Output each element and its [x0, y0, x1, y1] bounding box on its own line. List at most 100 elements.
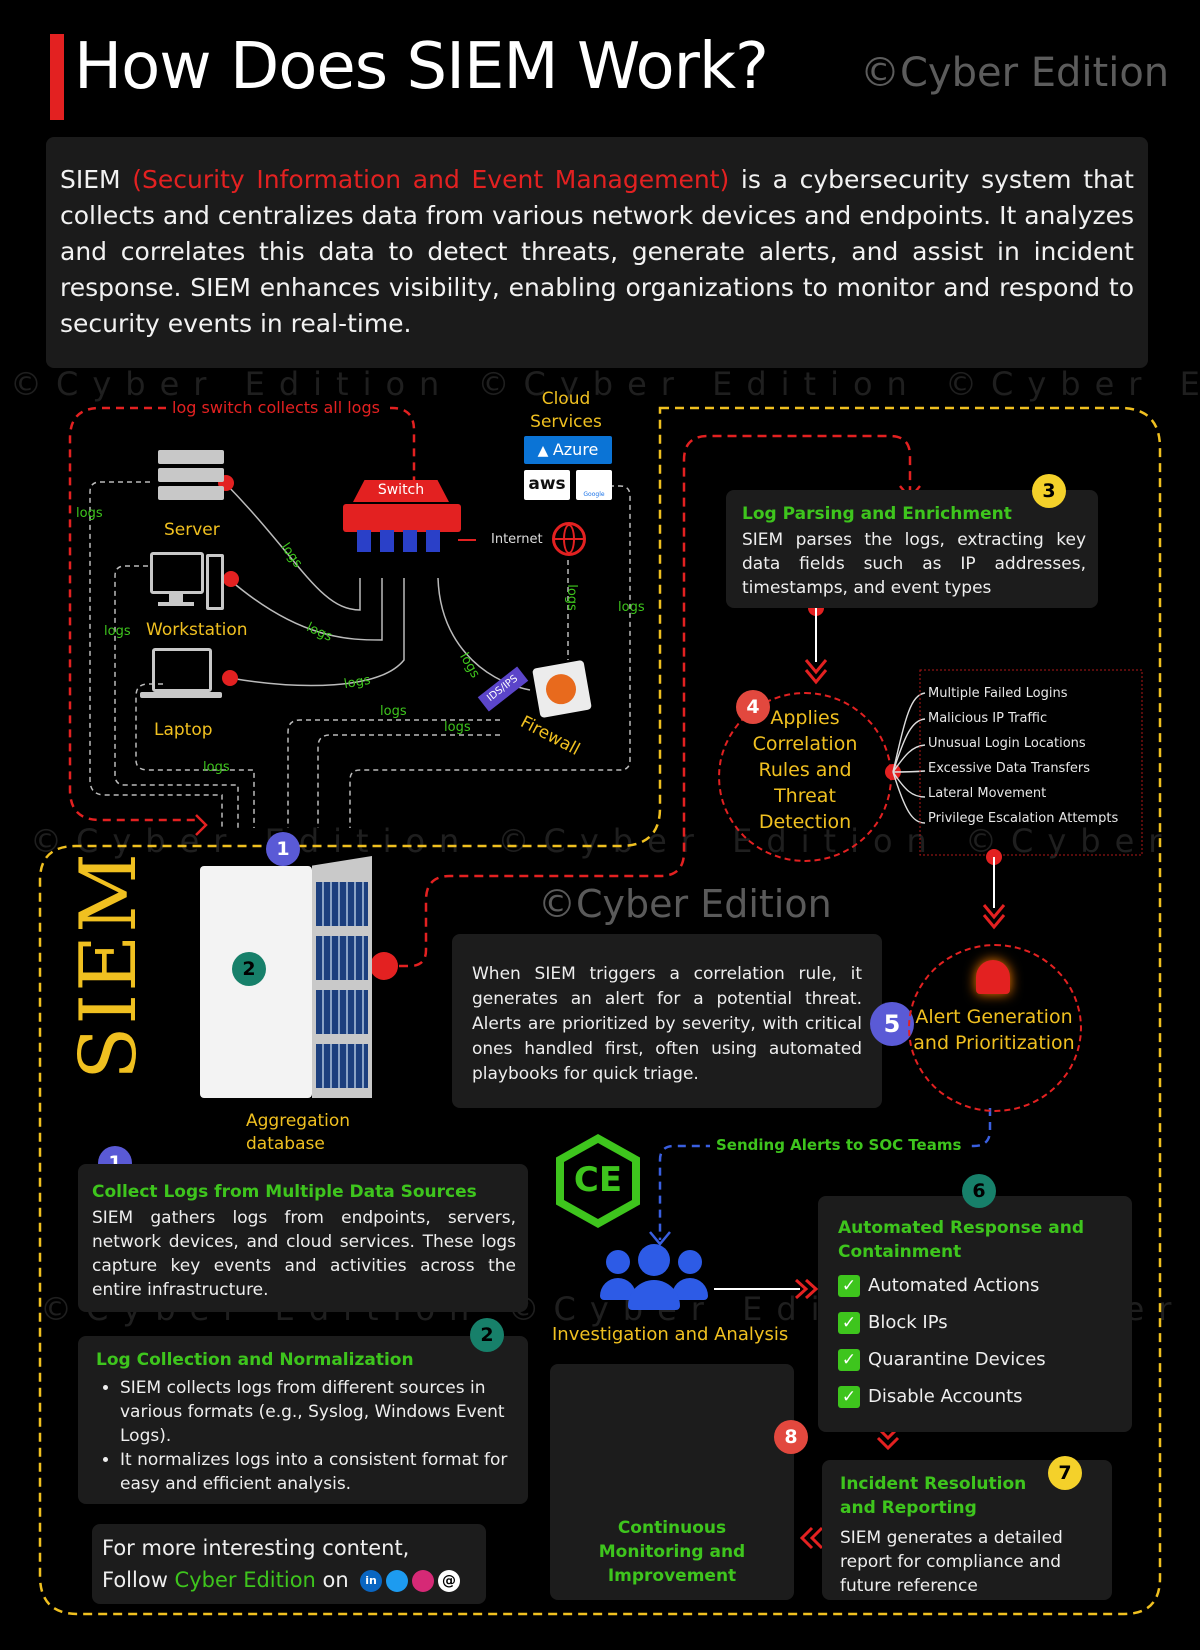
- siem-boundary: [38, 406, 1162, 1616]
- intro-highlight: (Security Information and Event Manageme…: [132, 165, 730, 194]
- instagram-icon[interactable]: [412, 1570, 434, 1592]
- log-label: logs: [563, 584, 579, 611]
- response-action-label: Block IPs: [868, 1312, 948, 1333]
- cloud-services-title: Cloud Services: [530, 389, 602, 432]
- azure-label: Azure: [552, 440, 599, 459]
- log-label: logs: [76, 506, 103, 521]
- watermark-row: ©Cyber Edition ©Cyber Edition ©Cyber Edi…: [10, 365, 1200, 403]
- twitter-icon[interactable]: [386, 1570, 408, 1592]
- log-label: logs: [380, 704, 407, 719]
- aggregation-label: Aggregation database: [246, 1111, 351, 1154]
- switch-label: Switch: [377, 482, 425, 498]
- response-action-item: ✓ Disable Accounts: [838, 1378, 1046, 1415]
- globe-icon: [552, 522, 586, 556]
- step4-circle: [718, 692, 892, 862]
- center-watermark: ©Cyber Edition: [538, 882, 832, 926]
- response-action-item: ✓ Quarantine Devices: [838, 1341, 1046, 1378]
- step2-bullet: It normalizes logs into a consistent for…: [120, 1448, 510, 1496]
- workstation-label: Workstation: [146, 620, 248, 640]
- step5-circle: [908, 944, 1082, 1112]
- aws-logo: aws: [524, 470, 570, 500]
- server-label: Server: [164, 520, 220, 540]
- switch-device: Switch: [343, 480, 463, 552]
- soc-arrow-label: Sending Alerts to SOC Teams: [710, 1136, 968, 1154]
- check-icon: ✓: [838, 1312, 860, 1334]
- step2-bullets: SIEM collects logs from different source…: [78, 1376, 510, 1496]
- step4-badge: 4: [736, 690, 770, 724]
- response-action-label: Disable Accounts: [868, 1386, 1023, 1407]
- rule-item: Unusual Login Locations: [928, 736, 1086, 751]
- internet-label: Internet: [491, 532, 543, 547]
- step1-text: SIEM gathers logs from endpoints, server…: [92, 1208, 516, 1300]
- google-cloud-logo: Google Cloud: [576, 470, 612, 500]
- check-icon: ✓: [838, 1275, 860, 1297]
- response-actions-list: ✓ Automated Actions ✓ Block IPs ✓ Quarantin…: [838, 1267, 1046, 1415]
- check-icon: ✓: [838, 1386, 860, 1408]
- footer-line1: For more interesting content,: [102, 1536, 410, 1560]
- ce-logo-text: CE: [573, 1160, 623, 1200]
- siem-to-parsing-line: [384, 434, 912, 968]
- step5-panel: When SIEM triggers a correlation rule, i…: [452, 934, 882, 1108]
- workstation-icon: [150, 552, 226, 616]
- switch-caption: log switch collects all logs: [166, 398, 386, 417]
- log-label: logs: [444, 720, 471, 735]
- intro-body: is a cybersecurity system that collects …: [60, 165, 1134, 338]
- step5-title: Alert Generation and Prioritization: [913, 1006, 1075, 1054]
- step6-title: Automated Response and Containment: [838, 1218, 1084, 1262]
- step5-text: When SIEM triggers a correlation rule, i…: [472, 964, 862, 1084]
- step3-title: Log Parsing and Enrichment: [742, 504, 1012, 524]
- rule-item: Lateral Movement: [928, 786, 1047, 801]
- step6-badge: 6: [962, 1174, 996, 1208]
- response-action-item: ✓ Automated Actions: [838, 1267, 1046, 1304]
- firewall-icon: [532, 659, 592, 719]
- siem-step1-badge: 1: [266, 832, 300, 866]
- azure-logo: ▲ Azure: [524, 436, 612, 464]
- step6-panel: Automated Response and Containment ✓ Auto…: [818, 1196, 1132, 1432]
- step7-text: SIEM generates a detailed report for com…: [840, 1528, 1063, 1596]
- linkedin-icon[interactable]: in: [360, 1570, 382, 1592]
- step1-panel: Collect Logs from Multiple Data Sources …: [78, 1164, 528, 1312]
- rule-item: Malicious IP Traffic: [928, 711, 1048, 726]
- alarm-icon: [976, 960, 1010, 994]
- investigation-label: Investigation and Analysis: [552, 1324, 789, 1345]
- server-rack-icon: [200, 856, 372, 1098]
- step8-panel: Continuous Monitoring and Improvement: [550, 1364, 794, 1600]
- laptop-icon: [140, 648, 222, 704]
- rule-item: Privilege Escalation Attempts: [928, 811, 1119, 826]
- footer-panel: For more interesting content, Follow Cyb…: [92, 1524, 486, 1604]
- response-action-item: ✓ Block IPs: [838, 1304, 1046, 1341]
- rule-item: Excessive Data Transfers: [928, 761, 1091, 776]
- response-action-label: Quarantine Devices: [868, 1349, 1046, 1370]
- step2-bullet: SIEM collects logs from different source…: [120, 1376, 510, 1448]
- laptop-label: Laptop: [154, 720, 213, 740]
- correlation-rules-list: Multiple Failed Logins Malicious IP Traf…: [928, 681, 1118, 831]
- title-accent-bar: [50, 34, 64, 120]
- google-cloud-label: Google Cloud: [583, 491, 605, 498]
- brand-watermark: ©Cyber Edition: [860, 50, 1170, 96]
- step8-badge: 8: [774, 1420, 808, 1454]
- page-title: How Does SIEM Work?: [74, 30, 769, 104]
- siem-step2-badge: 2: [232, 952, 266, 986]
- team-icon: [600, 1244, 710, 1310]
- arrow-head: [195, 814, 208, 836]
- response-action-label: Automated Actions: [868, 1275, 1040, 1296]
- step8-title: Continuous Monitoring and Improvement: [598, 1518, 746, 1586]
- step2-badge: 2: [470, 1318, 504, 1352]
- threads-icon[interactable]: @: [438, 1570, 460, 1592]
- siem-vertical-label: SIEM: [64, 850, 154, 1080]
- step4-title: Applies Correlation Rules and Threat Det…: [752, 707, 858, 833]
- step1-title: Collect Logs from Multiple Data Sources: [92, 1182, 477, 1202]
- intro-prefix: SIEM: [60, 165, 133, 194]
- switch-collect-line-right: [376, 406, 416, 480]
- server-icon: [158, 450, 224, 500]
- step3-text: SIEM parses the logs, extracting key dat…: [742, 530, 1086, 598]
- intro-panel: SIEM (Security Information and Event Man…: [46, 137, 1148, 368]
- log-label: logs: [104, 624, 131, 639]
- footer-line2: Follow Cyber Edition on: [102, 1568, 349, 1592]
- footer-brand-link[interactable]: Cyber Edition: [174, 1568, 316, 1592]
- check-icon: ✓: [838, 1349, 860, 1371]
- rule-item: Multiple Failed Logins: [928, 686, 1068, 701]
- step7-title: Incident Resolution and Reporting: [840, 1474, 1027, 1518]
- watermark-row: ©Cyber Edition ©Cyber Edition ©Cyber Edi…: [30, 822, 1200, 860]
